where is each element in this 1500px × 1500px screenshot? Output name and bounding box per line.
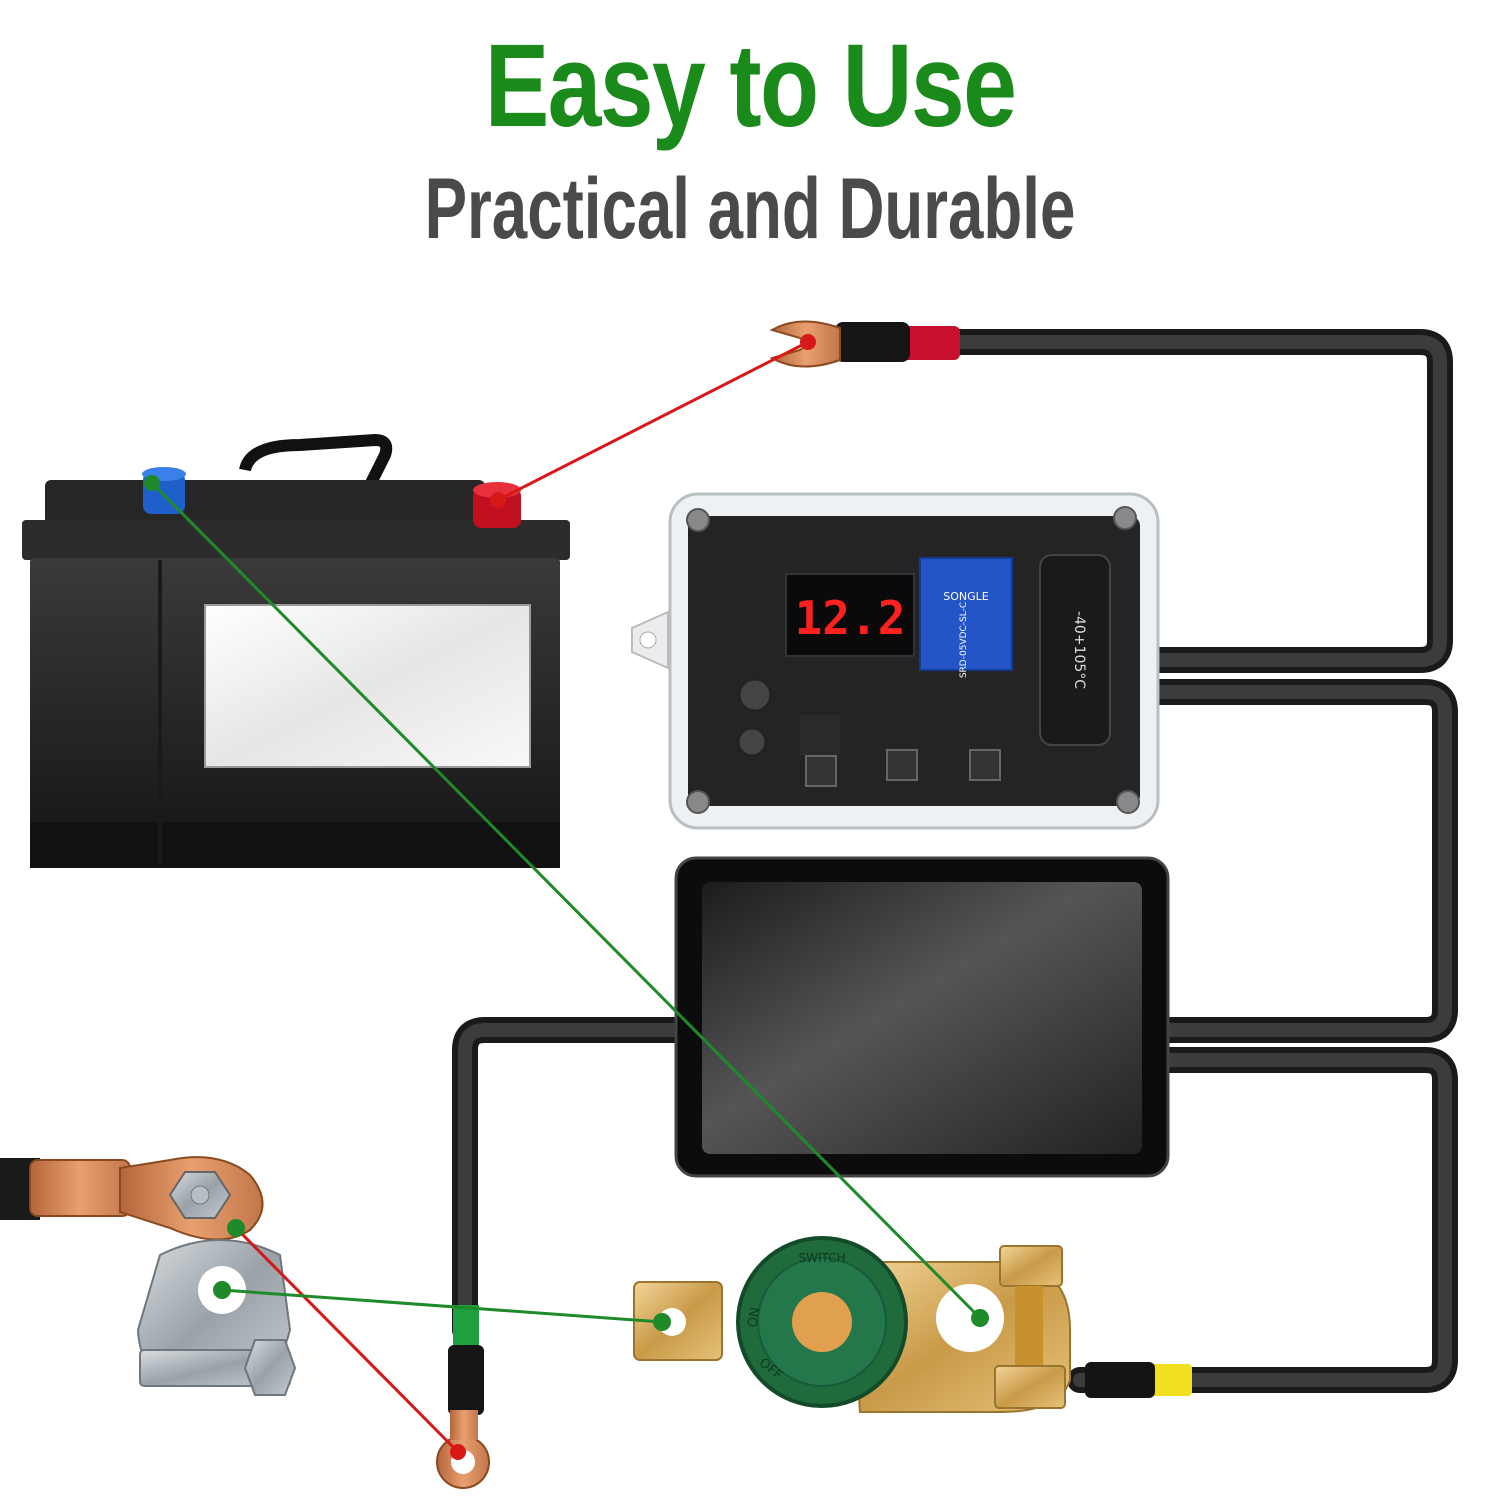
fork-terminal-icon — [769, 320, 960, 368]
relay: SONGLE SRD-05VDC-SL-C — [919, 557, 1013, 678]
red-line-lug-to-ring — [234, 1226, 460, 1454]
controller-button-2[interactable] — [886, 749, 918, 781]
page-subtitle: Practical and Durable — [424, 161, 1076, 257]
controller-button-3[interactable] — [969, 749, 1001, 781]
terminal-clamp-icon — [0, 1156, 297, 1396]
green-line-clamp-to-switch — [221, 1288, 663, 1324]
capacitor-label: -40+105°C — [1071, 611, 1087, 689]
red-line-battery-to-fork — [497, 340, 809, 502]
cable-mid-loop — [1147, 679, 1458, 1043]
voltage-display: 12.2 — [785, 573, 915, 657]
relay-rating: SRD-05VDC-SL-C — [959, 602, 969, 678]
green-line-battery-to-switch — [150, 481, 982, 1320]
knob-on-label: ON — [745, 1306, 763, 1328]
page-title: Easy to Use — [484, 20, 1017, 152]
controller-button-1[interactable] — [805, 755, 837, 787]
relay-label: SONGLE — [943, 590, 989, 603]
switch-knob[interactable]: SWITCH OFF ON — [736, 1236, 908, 1408]
battery-disconnect-switch-icon: SWITCH OFF ON — [633, 1236, 1071, 1413]
car-battery-icon — [22, 433, 570, 868]
connection-lines — [150, 340, 982, 1454]
knob-text: SWITCH — [798, 1251, 845, 1265]
ring-terminal-icon — [436, 1305, 490, 1489]
display-value: 12.2 — [795, 591, 906, 645]
controller-box-icon: 12.2 SONGLE SRD-05VDC-SL-C -40+105°C — [631, 492, 1160, 830]
remote-panel-icon — [674, 856, 1170, 1178]
yellow-cable-end — [1085, 1362, 1192, 1398]
cables — [452, 329, 1458, 1393]
connection-dots — [144, 334, 989, 1460]
capacitor: -40+105°C — [1039, 554, 1111, 746]
battery-negative-post — [142, 467, 186, 514]
